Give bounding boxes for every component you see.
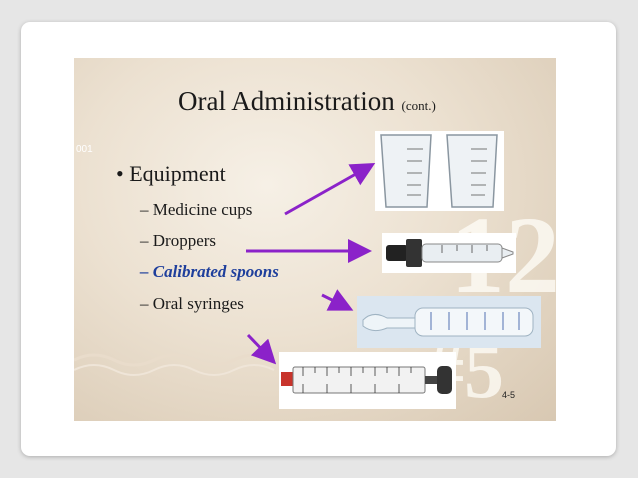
item-label: Droppers — [152, 231, 217, 250]
item-oral-syringes: – Oral syringes — [140, 294, 244, 313]
item-label: Medicine cups — [152, 200, 253, 219]
page-number: 4-5 — [502, 390, 516, 400]
bullet-text: Equipment — [129, 161, 226, 186]
dropper-image — [382, 233, 516, 273]
arrow-to-cups — [284, 163, 376, 216]
item-droppers: – Droppers — [140, 231, 217, 250]
bullet-equipment: • Equipment — [116, 161, 226, 186]
item-medicine-cups: – Medicine cups — [140, 200, 253, 219]
oral-syringe-image — [279, 352, 456, 409]
calibrated-spoon-image — [357, 296, 541, 348]
title-text: Oral Administration — [178, 86, 395, 116]
item-label: Calibrated spoons — [152, 262, 279, 281]
arrows-layer — [246, 163, 376, 365]
arrow-to-syringe — [246, 333, 277, 365]
title-suffix: (cont.) — [401, 98, 436, 113]
deco-digits: 001 — [76, 144, 93, 155]
arrow-to-spoon — [321, 289, 354, 311]
slide: 12 #5 001 Oral Administration (cont.) • … — [74, 58, 556, 421]
item-calibrated-spoons: – Calibrated spoons — [140, 262, 279, 281]
item-label: Oral syringes — [152, 294, 244, 313]
wave-decoration — [74, 353, 275, 376]
medicine-cups-image — [375, 131, 504, 211]
slide-title: Oral Administration (cont.) — [178, 86, 436, 117]
